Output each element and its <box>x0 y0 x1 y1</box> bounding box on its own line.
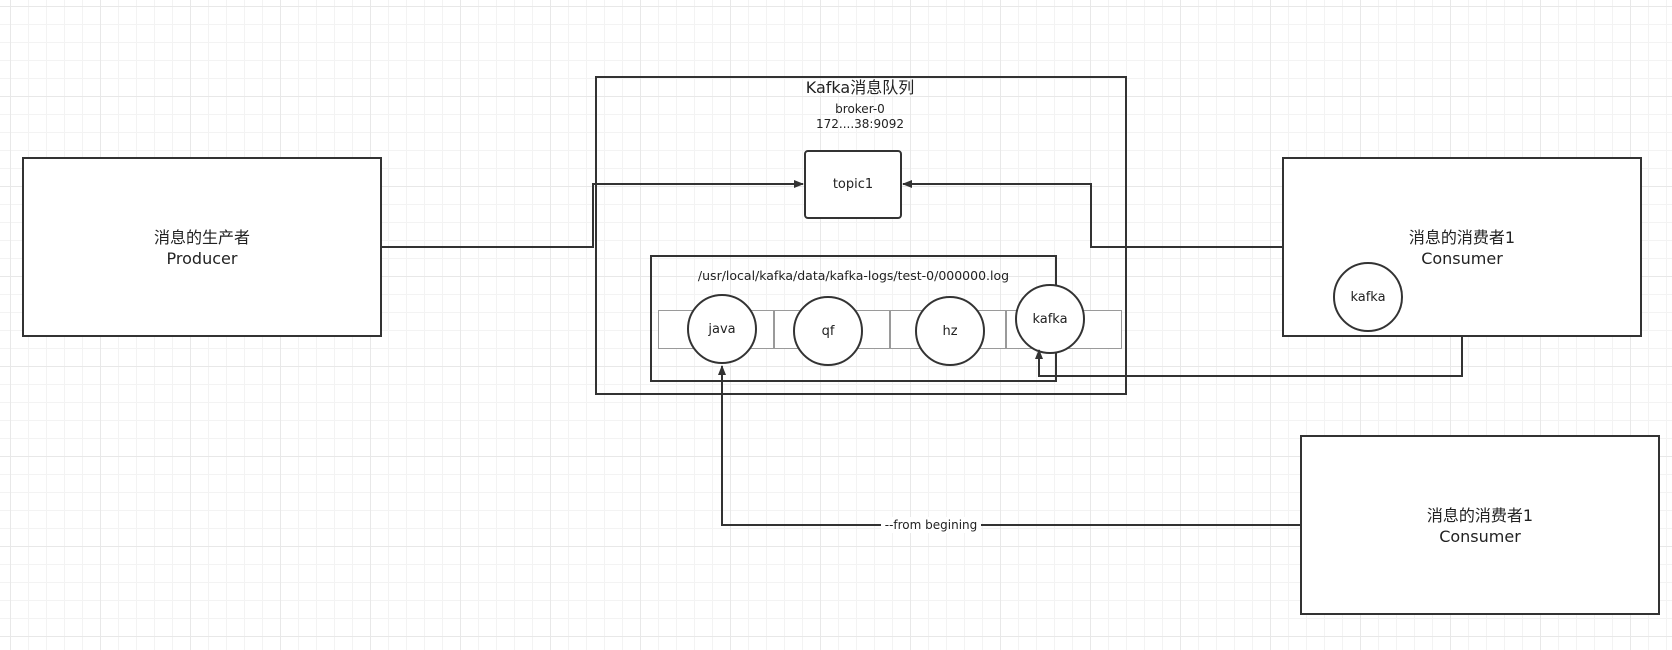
producer-label-cn: 消息的生产者 <box>153 228 250 247</box>
broker-address: 172....38:9092 <box>815 117 904 131</box>
broker-name: broker-0 <box>835 102 885 116</box>
producer-label-en: Producer <box>166 249 238 268</box>
message-circle-kafka[interactable]: kafka <box>1015 284 1085 354</box>
consumer-top-label-cn: 消息的消费者1 <box>1408 228 1516 247</box>
message-label: qf <box>821 323 835 339</box>
from-beginning-label: --from begining <box>881 517 981 533</box>
producer-box[interactable]: 消息的生产者 Producer <box>22 157 382 337</box>
consumer-bottom-label-en: Consumer <box>1439 527 1521 546</box>
consumer-bottom-box[interactable]: 消息的消费者1 Consumer <box>1300 435 1660 615</box>
message-label: kafka <box>1032 311 1068 327</box>
consumer-message-label: kafka <box>1350 289 1386 305</box>
consumer-message-circle-kafka[interactable]: kafka <box>1333 262 1403 332</box>
consumer-top-label-en: Consumer <box>1421 249 1503 268</box>
message-circle-hz[interactable]: hz <box>915 296 985 366</box>
kafka-queue-title: Kafka消息队列 <box>805 78 915 97</box>
message-label: hz <box>942 323 958 339</box>
message-circle-qf[interactable]: qf <box>793 296 863 366</box>
consumer-bottom-label-cn: 消息的消费者1 <box>1426 506 1534 525</box>
message-circle-java[interactable]: java <box>687 294 757 364</box>
log-file-path: /usr/local/kafka/data/kafka-logs/test-0/… <box>697 268 1010 283</box>
message-label: java <box>708 321 736 337</box>
topic-box[interactable]: topic1 <box>804 150 902 219</box>
topic-label: topic1 <box>832 177 874 192</box>
